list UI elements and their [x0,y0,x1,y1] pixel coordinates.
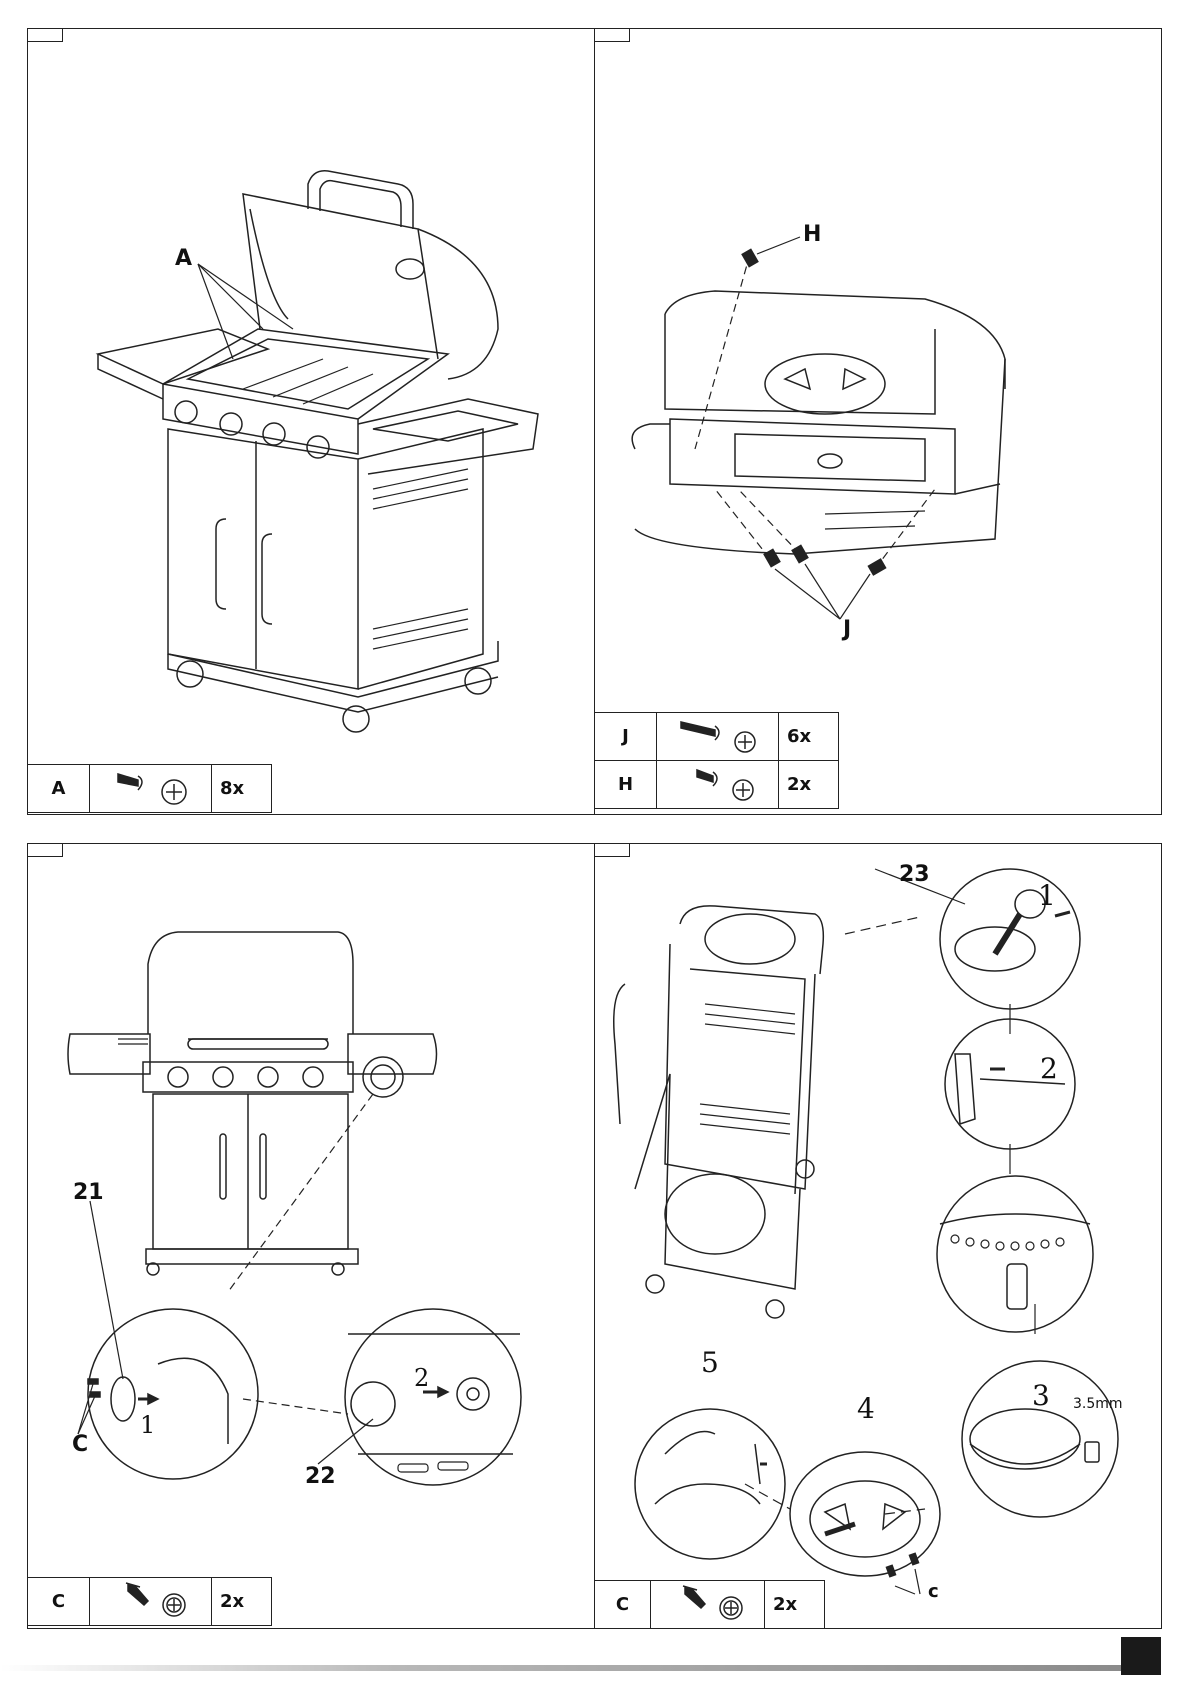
callout-21: 21 [73,1180,104,1205]
countersunk-screw-icon [651,1581,765,1629]
part-letter: A [28,765,90,813]
step-label-4: 4 [857,1392,875,1425]
gap-measurement: 3.5mm [1073,1396,1123,1412]
parts-table: C 2x [594,1580,825,1629]
part-quantity: 2x [765,1581,825,1629]
table-row: H 2x [595,761,839,809]
callout-c-lower: c [928,1581,939,1602]
countersunk-screw-icon [90,1578,212,1626]
footer-gradient-bar [0,1665,1130,1671]
callout-23: 23 [899,862,930,887]
parts-table: C 2x [27,1577,272,1626]
part-letter: C [595,1581,651,1629]
step-panel-3: 21 22 C 1 2 C 2x [27,843,595,1629]
callout-a: A [175,246,192,271]
part-letter: H [595,761,657,809]
short-screw-icon [657,761,779,809]
callout-j: J [843,617,851,642]
part-quantity: 2x [212,1578,272,1626]
table-row: J 6x [595,713,839,761]
part-letter: J [595,713,657,761]
step-arrow-2: 2 [414,1364,429,1392]
parts-table: A 8x [27,764,272,813]
part-quantity: 2x [779,761,839,809]
part-quantity: 8x [212,765,272,813]
part-quantity: 6x [779,713,839,761]
table-row: A 8x [28,765,272,813]
step-panel-2: H J J 6x H 2x [594,28,1162,815]
part-letter: C [28,1578,90,1626]
callout-22: 22 [305,1464,336,1489]
callout-c: C [72,1432,88,1457]
grill-front-knob-illustration [28,844,596,1630]
step-label-1: 1 [1038,879,1056,912]
step-panel-4: 23 1 2 3 4 5 3.5mm c C 2x [594,843,1162,1629]
page-number-box [1121,1637,1161,1675]
table-row: C 2x [595,1581,825,1629]
step-label-3: 3 [1032,1379,1050,1412]
grill-rear-illustration [595,29,1163,816]
callout-h: H [803,222,821,247]
grill-burner-igniter-illustration [595,844,1163,1630]
grill-open-lid-illustration [28,29,596,816]
table-row: C 2x [28,1578,272,1626]
step-label-5: 5 [701,1346,719,1379]
pan-head-screw-icon [90,765,212,813]
step-panel-1: A A 8x [27,28,595,815]
long-screw-icon [657,713,779,761]
step-arrow-1: 1 [140,1411,155,1439]
parts-table: J 6x H 2x [594,712,839,809]
step-label-2: 2 [1040,1052,1058,1085]
